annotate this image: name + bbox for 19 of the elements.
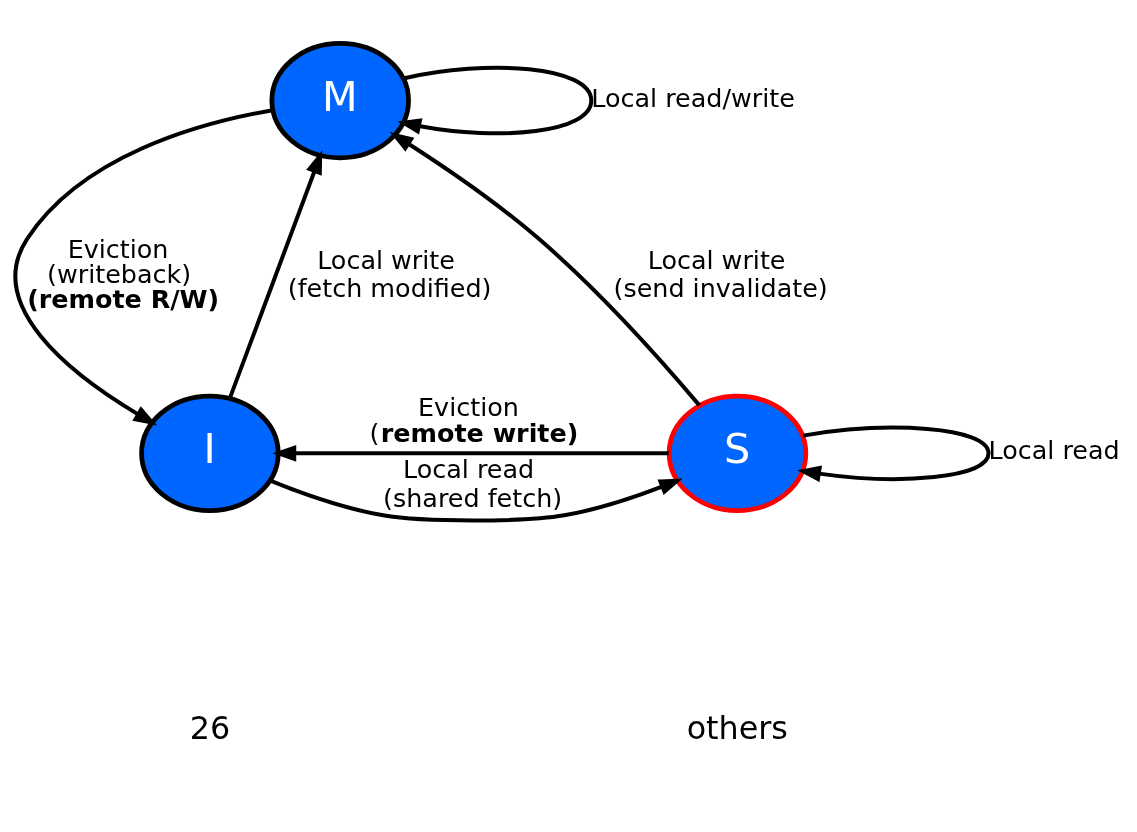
arrow xyxy=(227,150,323,400)
label: others xyxy=(686,710,788,747)
arrow xyxy=(797,425,991,483)
edge-label: Local read (shared fetch) xyxy=(383,454,563,514)
node-ellipse: M xyxy=(269,40,411,161)
arrow xyxy=(272,445,669,462)
arrow xyxy=(397,65,594,136)
edge-label: Eviction (writeback) (remote R/W) xyxy=(27,233,220,315)
node-ellipse: I xyxy=(139,393,281,513)
edge-label: Local write (fetch modified) xyxy=(287,244,492,304)
edge-label: Local read xyxy=(988,435,1120,466)
arrow xyxy=(269,478,683,523)
label: 26 xyxy=(189,710,231,747)
node-ellipse: S xyxy=(666,393,809,513)
edge-label: Eviction (remote write) xyxy=(369,392,579,448)
arrow xyxy=(389,131,701,407)
edge-label: Local read/write xyxy=(591,82,795,113)
edge-label: Local write (send invalidate) xyxy=(613,244,828,304)
arrow xyxy=(13,108,274,426)
